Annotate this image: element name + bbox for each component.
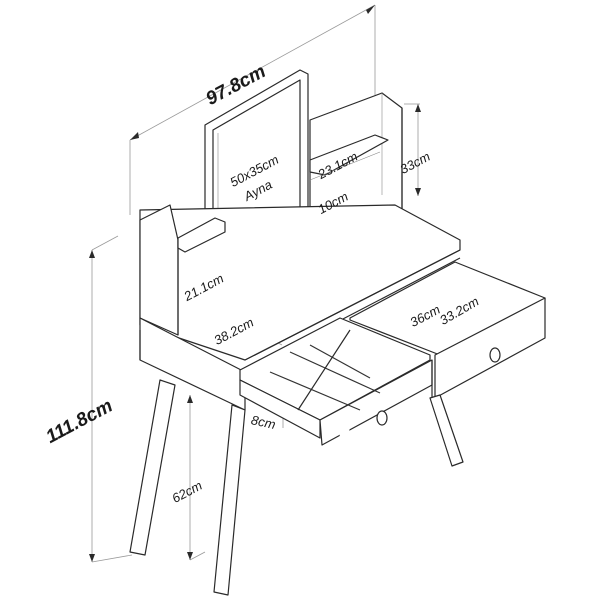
dimension-arrows bbox=[89, 5, 421, 562]
furniture-outline bbox=[129, 69, 546, 596]
